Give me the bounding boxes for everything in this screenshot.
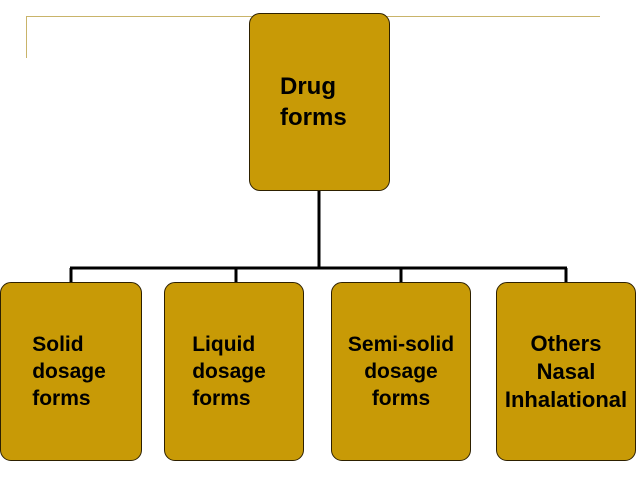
node-others: Others Nasal Inhalational xyxy=(496,282,636,461)
node-others-label: Others Nasal Inhalational xyxy=(504,330,628,412)
node-semi-solid-dosage-forms-label: Semi-solid dosage forms xyxy=(347,333,455,410)
node-semi-solid-dosage-forms: Semi-solid dosage forms xyxy=(331,282,471,461)
node-solid-dosage-forms-label: Solid dosage forms xyxy=(32,333,106,410)
node-solid-dosage-forms: Solid dosage forms xyxy=(0,282,142,461)
decorative-left-rule xyxy=(26,16,27,58)
node-liquid-dosage-forms-label: Liquid dosage forms xyxy=(192,333,266,410)
node-liquid-dosage-forms: Liquid dosage forms xyxy=(164,282,304,461)
node-drug-forms-label: Drug forms xyxy=(280,73,347,131)
node-drug-forms: Drug forms xyxy=(249,13,390,191)
